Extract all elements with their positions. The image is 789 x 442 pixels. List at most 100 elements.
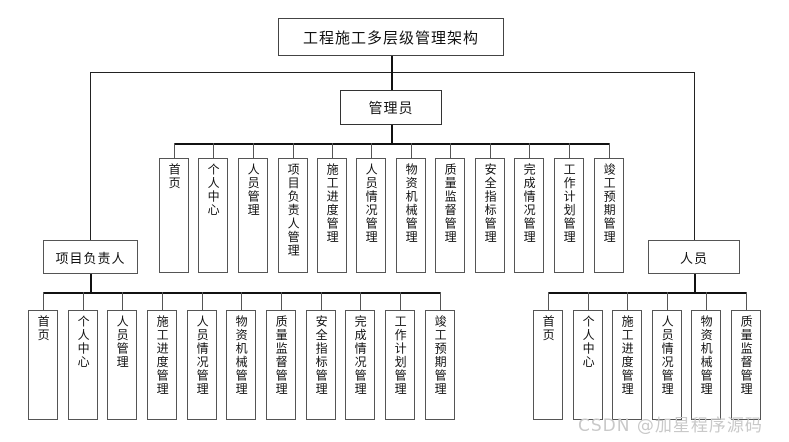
left-child-label-3: 人员管理 [115, 315, 130, 369]
admin-node-label: 管理员 [368, 100, 414, 117]
admin-child-box-8[interactable]: 质量监督管理 [435, 158, 465, 273]
right-child-box-4[interactable]: 人员情况管理 [652, 310, 682, 420]
connector-right-child-drop-4 [667, 292, 668, 310]
left-branch-node[interactable]: 项目负责人 [43, 240, 138, 274]
admin-child-label-1: 首页 [167, 163, 182, 190]
connector-admin-down [391, 72, 393, 95]
left-child-box-9[interactable]: 完成情况管理 [345, 310, 375, 420]
left-child-label-5: 人员情况管理 [195, 315, 210, 396]
left-child-label-10: 工作计划管理 [393, 315, 408, 396]
admin-child-box-12[interactable]: 竣工预期管理 [594, 158, 624, 273]
root-node[interactable]: 工程施工多层级管理架构 [278, 18, 504, 56]
connector-admin-child-drop-12 [609, 143, 610, 158]
admin-child-label-4: 项目负责人管理 [286, 163, 301, 258]
left-child-box-3[interactable]: 人员管理 [107, 310, 137, 420]
right-child-label-6: 质量监督管理 [739, 315, 754, 396]
right-branch-node[interactable]: 人员 [648, 240, 740, 274]
connector-left-child-drop-7 [281, 292, 282, 310]
connector-right-child-drop-2 [588, 292, 589, 310]
admin-child-label-10: 完成情况管理 [522, 163, 537, 244]
connector-root-down [391, 56, 393, 73]
left-child-label-1: 首页 [36, 315, 51, 342]
admin-node[interactable]: 管理员 [340, 90, 442, 125]
admin-child-label-9: 安全指标管理 [483, 163, 498, 244]
left-child-label-9: 完成情况管理 [353, 315, 368, 396]
connector-admin-to-bus [391, 125, 393, 144]
connector-admin-child-drop-6 [371, 143, 372, 158]
connector-right-branch-down [694, 72, 695, 240]
connector-right-branch-to-bus [694, 274, 696, 293]
admin-child-box-3[interactable]: 人员管理 [238, 158, 268, 273]
right-child-box-1[interactable]: 首页 [533, 310, 563, 420]
left-child-label-2: 个人中心 [76, 315, 91, 369]
right-child-box-6[interactable]: 质量监督管理 [731, 310, 761, 420]
connector-left-child-drop-1 [43, 292, 44, 310]
admin-child-label-11: 工作计划管理 [562, 163, 577, 244]
right-child-box-2[interactable]: 个人中心 [573, 310, 603, 420]
left-branch-label: 项目负责人 [55, 251, 126, 267]
right-child-label-2: 个人中心 [581, 315, 596, 369]
left-child-box-2[interactable]: 个人中心 [68, 310, 98, 420]
connector-left-child-drop-10 [400, 292, 401, 310]
connector-admin-child-drop-10 [529, 143, 530, 158]
left-child-label-8: 安全指标管理 [314, 315, 329, 396]
connector-admin-child-drop-8 [450, 143, 451, 158]
right-branch-label: 人员 [679, 251, 708, 267]
connector-admin-child-drop-2 [213, 143, 214, 158]
admin-child-box-9[interactable]: 安全指标管理 [475, 158, 505, 273]
left-child-box-4[interactable]: 施工进度管理 [147, 310, 177, 420]
left-child-box-8[interactable]: 安全指标管理 [306, 310, 336, 420]
connector-left-branch-down [90, 72, 91, 240]
admin-child-box-11[interactable]: 工作计划管理 [554, 158, 584, 273]
connector-admin-children-bus [174, 143, 610, 145]
connector-right-child-drop-3 [627, 292, 628, 310]
connector-right-child-drop-1 [548, 292, 549, 310]
connector-right-children-bus [548, 292, 746, 294]
left-child-box-1[interactable]: 首页 [28, 310, 58, 420]
right-child-box-3[interactable]: 施工进度管理 [612, 310, 642, 420]
right-child-label-3: 施工进度管理 [620, 315, 635, 396]
admin-child-label-3: 人员管理 [246, 163, 261, 217]
left-child-box-7[interactable]: 质量监督管理 [266, 310, 296, 420]
connector-admin-child-drop-11 [569, 143, 570, 158]
left-child-label-11: 竣工预期管理 [433, 315, 448, 396]
connector-left-child-drop-8 [321, 292, 322, 310]
connector-left-child-drop-3 [122, 292, 123, 310]
left-child-box-11[interactable]: 竣工预期管理 [425, 310, 455, 420]
admin-child-label-7: 物资机械管理 [404, 163, 419, 244]
root-node-label: 工程施工多层级管理架构 [302, 28, 479, 47]
left-child-label-6: 物资机械管理 [234, 315, 249, 396]
admin-child-box-7[interactable]: 物资机械管理 [396, 158, 426, 273]
connector-admin-child-drop-5 [332, 143, 333, 158]
connector-left-child-drop-6 [241, 292, 242, 310]
connector-left-child-drop-2 [83, 292, 84, 310]
admin-child-box-1[interactable]: 首页 [159, 158, 189, 273]
left-child-box-6[interactable]: 物资机械管理 [226, 310, 256, 420]
connector-admin-child-drop-9 [490, 143, 491, 158]
admin-child-box-2[interactable]: 个人中心 [198, 158, 228, 273]
left-child-label-7: 质量监督管理 [274, 315, 289, 396]
left-child-box-10[interactable]: 工作计划管理 [385, 310, 415, 420]
right-child-label-5: 物资机械管理 [699, 315, 714, 396]
connector-right-child-drop-5 [706, 292, 707, 310]
admin-child-label-8: 质量监督管理 [443, 163, 458, 244]
connector-admin-child-drop-4 [293, 143, 294, 158]
admin-child-label-2: 个人中心 [206, 163, 221, 217]
connector-left-child-drop-4 [162, 292, 163, 310]
admin-child-box-4[interactable]: 项目负责人管理 [278, 158, 308, 273]
connector-left-branch-to-bus [90, 274, 92, 293]
admin-child-box-5[interactable]: 施工进度管理 [317, 158, 347, 273]
admin-child-box-10[interactable]: 完成情况管理 [514, 158, 544, 273]
admin-child-label-5: 施工进度管理 [325, 163, 340, 244]
right-child-box-5[interactable]: 物资机械管理 [691, 310, 721, 420]
left-child-box-5[interactable]: 人员情况管理 [187, 310, 217, 420]
connector-admin-child-drop-3 [253, 143, 254, 158]
right-child-label-4: 人员情况管理 [660, 315, 675, 396]
right-child-label-1: 首页 [541, 315, 556, 342]
connector-left-child-drop-9 [360, 292, 361, 310]
left-child-label-4: 施工进度管理 [155, 315, 170, 396]
watermark-text: CSDN @加星程序源码 [578, 416, 763, 436]
connector-left-child-drop-5 [202, 292, 203, 310]
admin-child-label-6: 人员情况管理 [364, 163, 379, 244]
admin-child-box-6[interactable]: 人员情况管理 [356, 158, 386, 273]
